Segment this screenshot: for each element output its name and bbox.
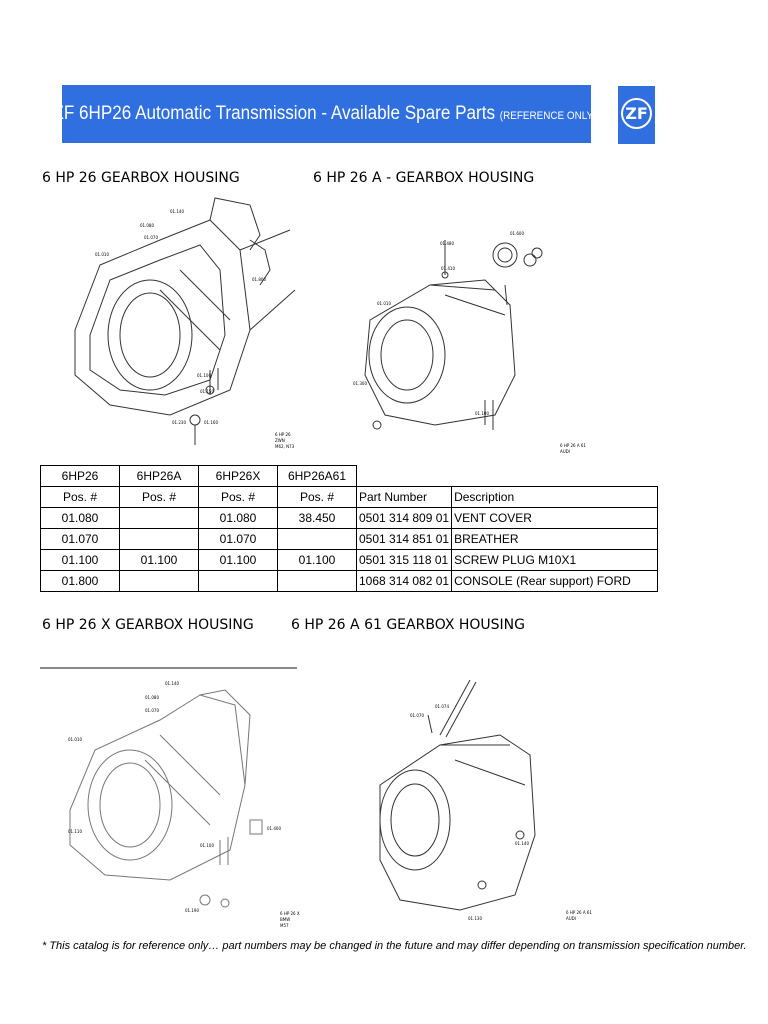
pos-header: Pos. # (119, 486, 199, 508)
callout-label: 6 HP 26 (275, 432, 291, 437)
callout-label: 01.600 (510, 231, 524, 236)
title-banner: ZF 6HP26 Automatic Transmission - Availa… (53, 85, 600, 143)
callout-label: 01.140 (170, 209, 184, 214)
callout-label: 6 HP 26 A 61 (560, 443, 586, 448)
callout-label: M57 (280, 923, 289, 928)
diagram-6hp26x-housing: 01.140 01.080 01.070 01.010 01.110 01.40… (68, 681, 300, 928)
callout-label: 01.080 (145, 695, 159, 700)
part-number-header: Part Number (355, 486, 453, 508)
callout-label: 01.010 (68, 737, 82, 742)
callout-label: 01.150 (200, 389, 214, 394)
pos-header: Pos. # (40, 486, 120, 508)
callout-label: 01.130 (468, 916, 482, 921)
diagram-6hp26-housing: 01.140 01.080 01.070 01.010 01.800 01.10… (74, 197, 296, 449)
parts-table: 6HP26 6HP26A 6HP26X 6HP26A61 Pos. # Pos.… (40, 465, 659, 592)
callout-label: 01.074 (435, 704, 449, 709)
cell-part-number: 0501 314 809 01 (355, 507, 453, 529)
callout-label: 01.190 (185, 908, 199, 913)
cell-description: SCREW PLUG M10X1 (451, 549, 659, 571)
zf-logo-mark: ZF (621, 98, 652, 129)
callout-label: 01.070 (144, 235, 158, 240)
divider (40, 667, 297, 669)
heading-6hp26: 6 HP 26 GEARBOX HOUSING (42, 170, 240, 186)
header-6hp26x: 6HP26X (198, 465, 278, 487)
callout-label: 01.300 (353, 381, 367, 386)
table-row: 01.800 1068 314 082 01 CONSOLE (Rear sup… (40, 570, 659, 592)
callout-label: 6 HP 26 X (280, 911, 300, 916)
header-6hp26: 6HP26 (40, 465, 120, 487)
cell-6hp26x (198, 570, 278, 592)
table-header-row: 6HP26 6HP26A 6HP26X 6HP26A61 (40, 465, 658, 487)
cell-6hp26x: 01.070 (198, 528, 278, 550)
callout-label: 01.480 (440, 241, 454, 246)
page-title: ZF 6HP26 Automatic Transmission - Availa… (53, 103, 600, 124)
table-row: 01.070 01.070 0501 314 851 01 BREATHER (40, 528, 659, 550)
callout-label: 01.080 (140, 223, 154, 228)
cell-6hp26a61 (277, 528, 357, 550)
callout-label: 01.140 (515, 841, 529, 846)
header-6hp26a61: 6HP26A61 (277, 465, 357, 487)
callout-label: 01.800 (252, 277, 266, 282)
callout-label: ZWN (275, 438, 285, 443)
callout-label: 01.100 (475, 411, 489, 416)
cell-6hp26: 01.070 (40, 528, 120, 550)
cell-6hp26x: 01.100 (198, 549, 278, 571)
cell-6hp26a (119, 570, 199, 592)
callout-label: 01.400 (267, 826, 281, 831)
heading-6hp26a: 6 HP 26 A - GEARBOX HOUSING (313, 170, 535, 186)
callout-label: 6 HP 26 A 61 (566, 910, 592, 915)
callout-label: 01.410 (441, 266, 455, 271)
cell-6hp26a (119, 507, 199, 529)
callout-label: 01.070 (145, 708, 159, 713)
diagram-6hp26a-housing: 01.600 01.480 01.410 01.010 01.300 01.10… (353, 231, 586, 454)
header-6hp26a: 6HP26A (119, 465, 199, 487)
diagram-6hp26a61-housing: 01.074 01.070 01.140 01.130 6 HP 26 A 61… (379, 679, 592, 921)
cell-6hp26a61: 38.450 (277, 507, 357, 529)
cell-6hp26a (119, 528, 199, 550)
heading-6hp26x: 6 HP 26 X GEARBOX HOUSING (42, 617, 254, 633)
callout-label: 01.160 (204, 420, 218, 425)
cell-description: CONSOLE (Rear support) FORD (451, 570, 659, 592)
callout-label: 01.010 (377, 301, 391, 306)
cell-6hp26: 01.800 (40, 570, 120, 592)
heading-6hp26a61: 6 HP 26 A 61 GEARBOX HOUSING (291, 617, 525, 633)
callout-label: 01.010 (95, 252, 109, 257)
cell-6hp26a61: 01.100 (277, 549, 357, 571)
pos-header: Pos. # (198, 486, 278, 508)
callout-label: AUDI (560, 449, 570, 454)
page-subtitle: (REFERENCE ONLY*) (499, 110, 600, 122)
callout-label: 01.230 (172, 420, 186, 425)
cell-description: VENT COVER (451, 507, 659, 529)
callout-label: 01.070 (410, 713, 424, 718)
callout-label: 01.100 (200, 843, 214, 848)
table-row: 01.080 01.080 38.450 0501 314 809 01 VEN… (40, 507, 659, 529)
cell-6hp26a61 (277, 570, 357, 592)
cell-6hp26a: 01.100 (119, 549, 199, 571)
cell-6hp26x: 01.080 (198, 507, 278, 529)
pos-header: Pos. # (277, 486, 357, 508)
callout-label: BMW (280, 917, 290, 922)
cell-part-number: 0501 315 118 01 (355, 549, 453, 571)
callout-label: AUDI (566, 916, 576, 921)
cell-6hp26: 01.100 (40, 549, 120, 571)
description-header: Description (451, 486, 659, 508)
table-row: 01.100 01.100 01.100 01.100 0501 315 118… (40, 549, 659, 571)
callout-label: 01.100 (197, 373, 211, 378)
callout-label: 01.140 (165, 681, 179, 686)
cell-6hp26: 01.080 (40, 507, 120, 529)
table-header-row: Pos. # Pos. # Pos. # Pos. # Part Number … (40, 486, 659, 508)
cell-part-number: 0501 314 851 01 (355, 528, 453, 550)
cell-part-number: 1068 314 082 01 (355, 570, 453, 592)
footnote: * This catalog is for reference only… pa… (42, 940, 747, 952)
callout-label: 01.110 (68, 829, 82, 834)
zf-logo: ZF (618, 86, 655, 144)
cell-description: BREATHER (451, 528, 659, 550)
callout-label: M62, N73 (275, 444, 295, 449)
